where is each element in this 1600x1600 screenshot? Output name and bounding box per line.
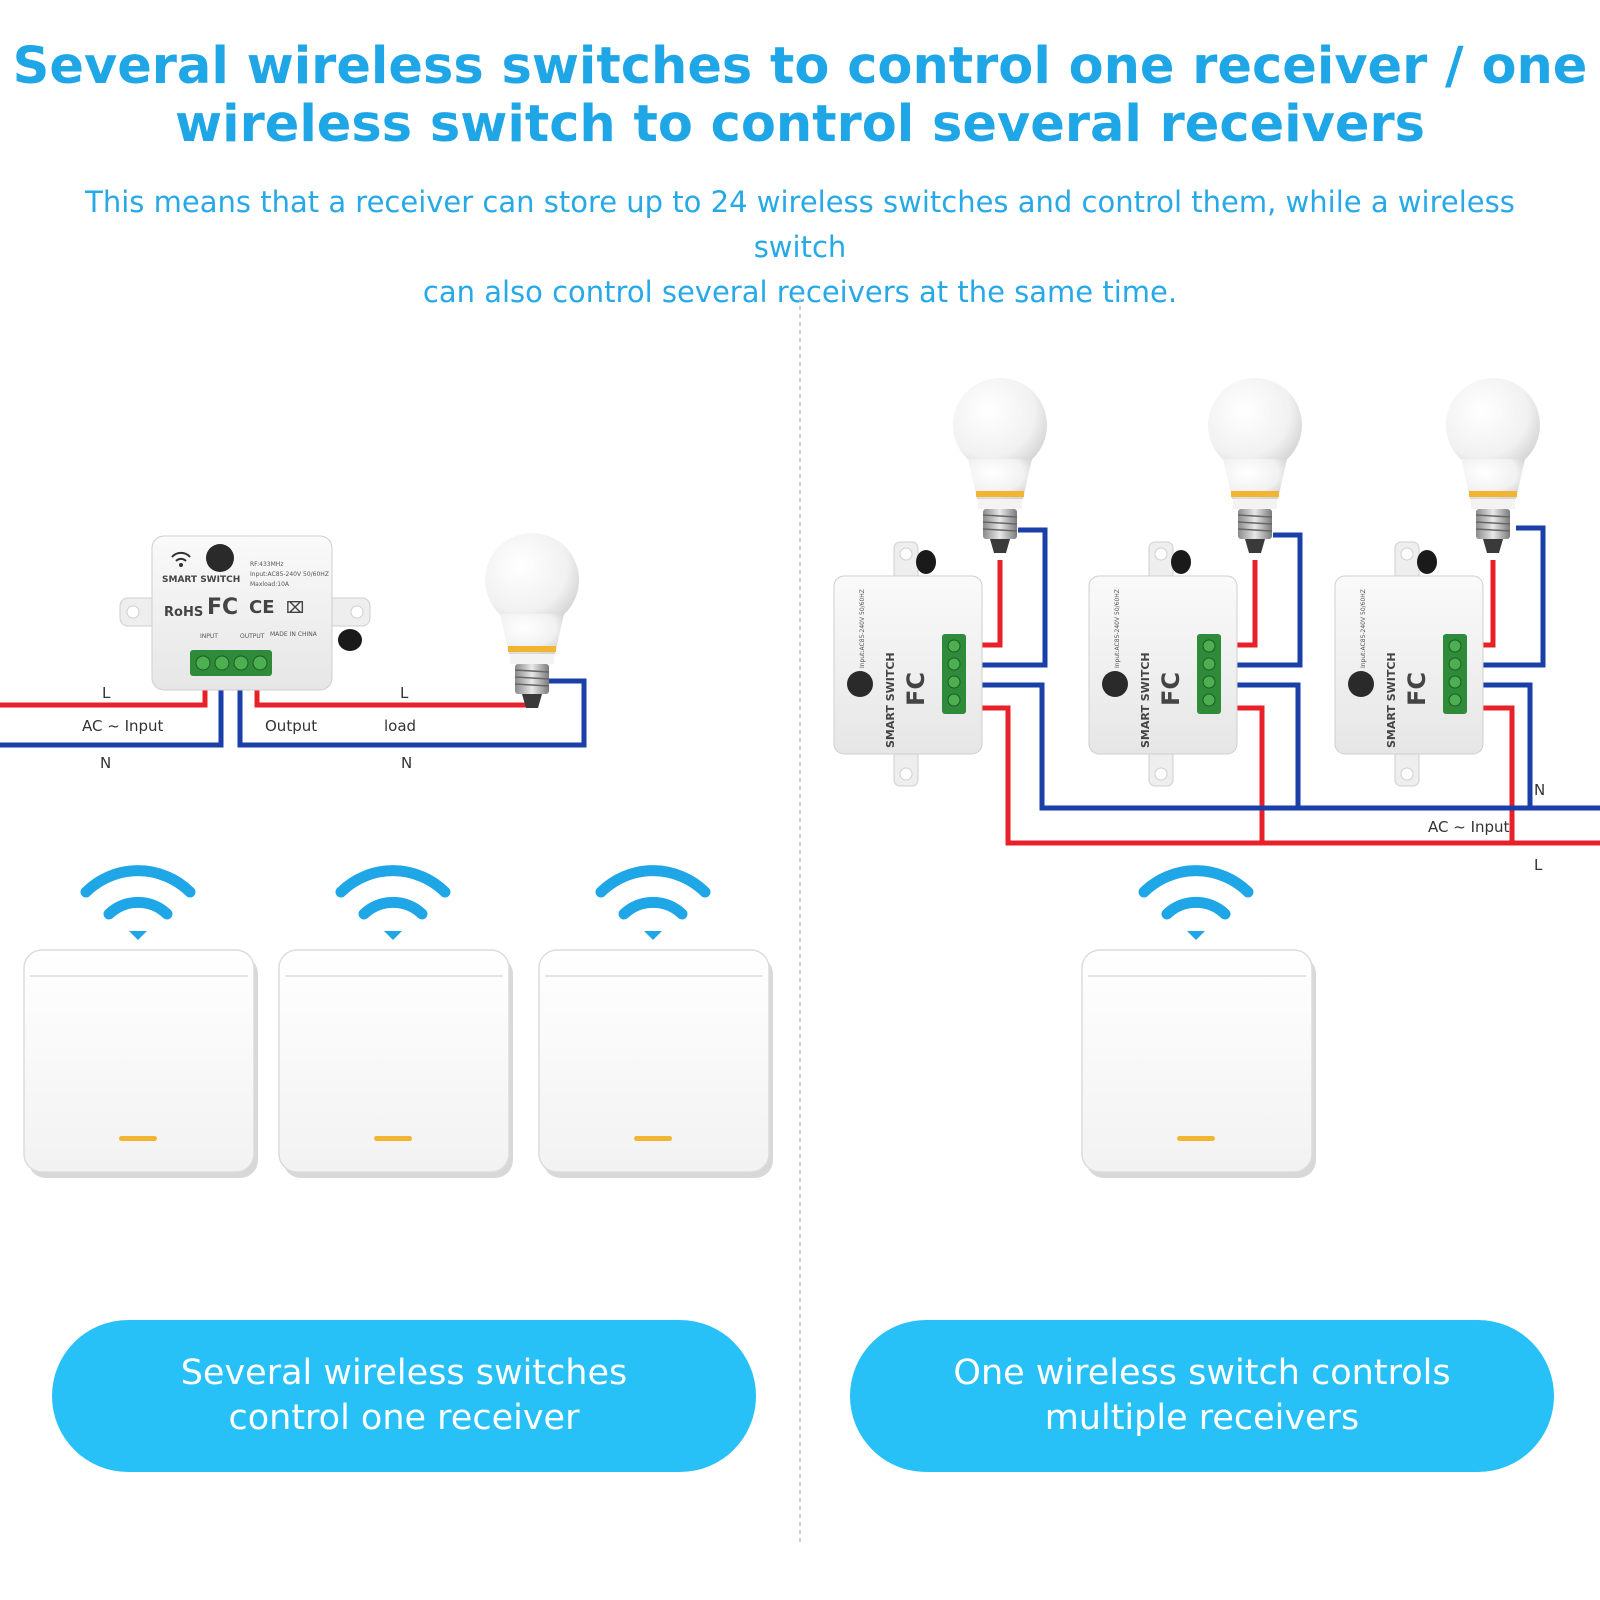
wifi-signal-icon [601,871,705,940]
right-receiver-input-spec: Input:AC85-240V 50/60HZ [1360,589,1367,668]
right-label-n: N [1534,781,1545,799]
right-receiver: SMART SWITCH FC Input:AC85-240V 50/60HZ [1088,541,1238,787]
left-receiver-rohs: RoHS [164,605,203,620]
caption-right-line-2: multiple receivers [1044,1398,1360,1438]
caption-right: One wireless switch controls multiple re… [850,1320,1554,1472]
left-label-output: Output [265,717,317,735]
svg-text:⌧: ⌧ [286,598,304,617]
right-bulb-icon [952,377,1048,554]
wireless-switch-panel [538,949,774,1179]
right-receiver-input-spec: Input:AC85-240V 50/60HZ [1114,589,1121,668]
left-receiver-input-label: INPUT [200,633,218,640]
left-receiver-fcc: FC [207,595,238,620]
left-receiver-ce: CE [249,597,275,618]
left-receiver-brand: SMART SWITCH [162,575,240,585]
caption-left: Several wireless switches control one re… [52,1320,756,1472]
right-receiver-brand: SMART SWITCH [884,652,897,748]
right-bulb-icon [1207,377,1303,554]
right-label-l: L [1534,856,1543,874]
right-receiver-fcc: FC [902,672,930,706]
right-receiver-input-spec: Input:AC85-240V 50/60HZ [859,589,866,668]
title-line-2: wireless switch to control several recei… [174,95,1426,154]
right-receiver-brand: SMART SWITCH [1139,652,1152,748]
left-receiver: SMART SWITCH RF:433MHz Input:AC85-240V 5… [119,535,371,691]
caption-right-line-1: One wireless switch controls [953,1353,1451,1393]
left-label-ac-input: AC ~ Input [82,717,164,735]
left-label-load: load [384,717,416,735]
wireless-switch-panel [1081,949,1317,1179]
wireless-switch-panel [23,949,259,1179]
right-receiver-fcc: FC [1403,672,1431,706]
wifi-signal-icon [1144,871,1248,940]
caption-left-line-2: control one receiver [228,1398,580,1438]
wireless-switch-panel [278,949,514,1179]
caption-left-line-1: Several wireless switches [180,1353,628,1393]
wifi-signal-icon [341,871,445,940]
subtitle-line-1: This means that a receiver can store up … [85,185,1515,264]
right-receiver: SMART SWITCH FC Input:AC85-240V 50/60HZ [833,541,983,787]
left-receiver-input-spec: Input:AC85-240V 50/60HZ [250,571,329,578]
title-line-1: Several wireless switches to control one… [12,37,1588,96]
left-receiver-load-spec: Maxload:10A [250,581,290,588]
subtitle-line-2: can also control several receivers at th… [422,275,1178,309]
page-subtitle: This means that a receiver can store up … [60,180,1540,315]
left-receiver-output-label: OUTPUT [240,633,265,640]
right-receiver-fcc: FC [1157,672,1185,706]
page-title: Several wireless switches to control one… [0,38,1600,154]
left-receiver-rf: RF:433MHz [250,561,283,568]
left-label-l-input: L [102,684,111,702]
left-label-n-input: N [100,754,111,772]
wifi-signal-icon [86,871,190,940]
left-wiring [0,678,587,748]
right-receiver: SMART SWITCH FC Input:AC85-240V 50/60HZ [1334,541,1484,787]
left-label-n-output: N [401,754,412,772]
right-receiver-brand: SMART SWITCH [1385,652,1398,748]
right-label-ac-input: AC ~ Input [1428,818,1510,836]
right-wiring [982,525,1600,846]
left-label-l-output: L [400,684,409,702]
left-receiver-origin: MADE IN CHINA [270,631,318,638]
